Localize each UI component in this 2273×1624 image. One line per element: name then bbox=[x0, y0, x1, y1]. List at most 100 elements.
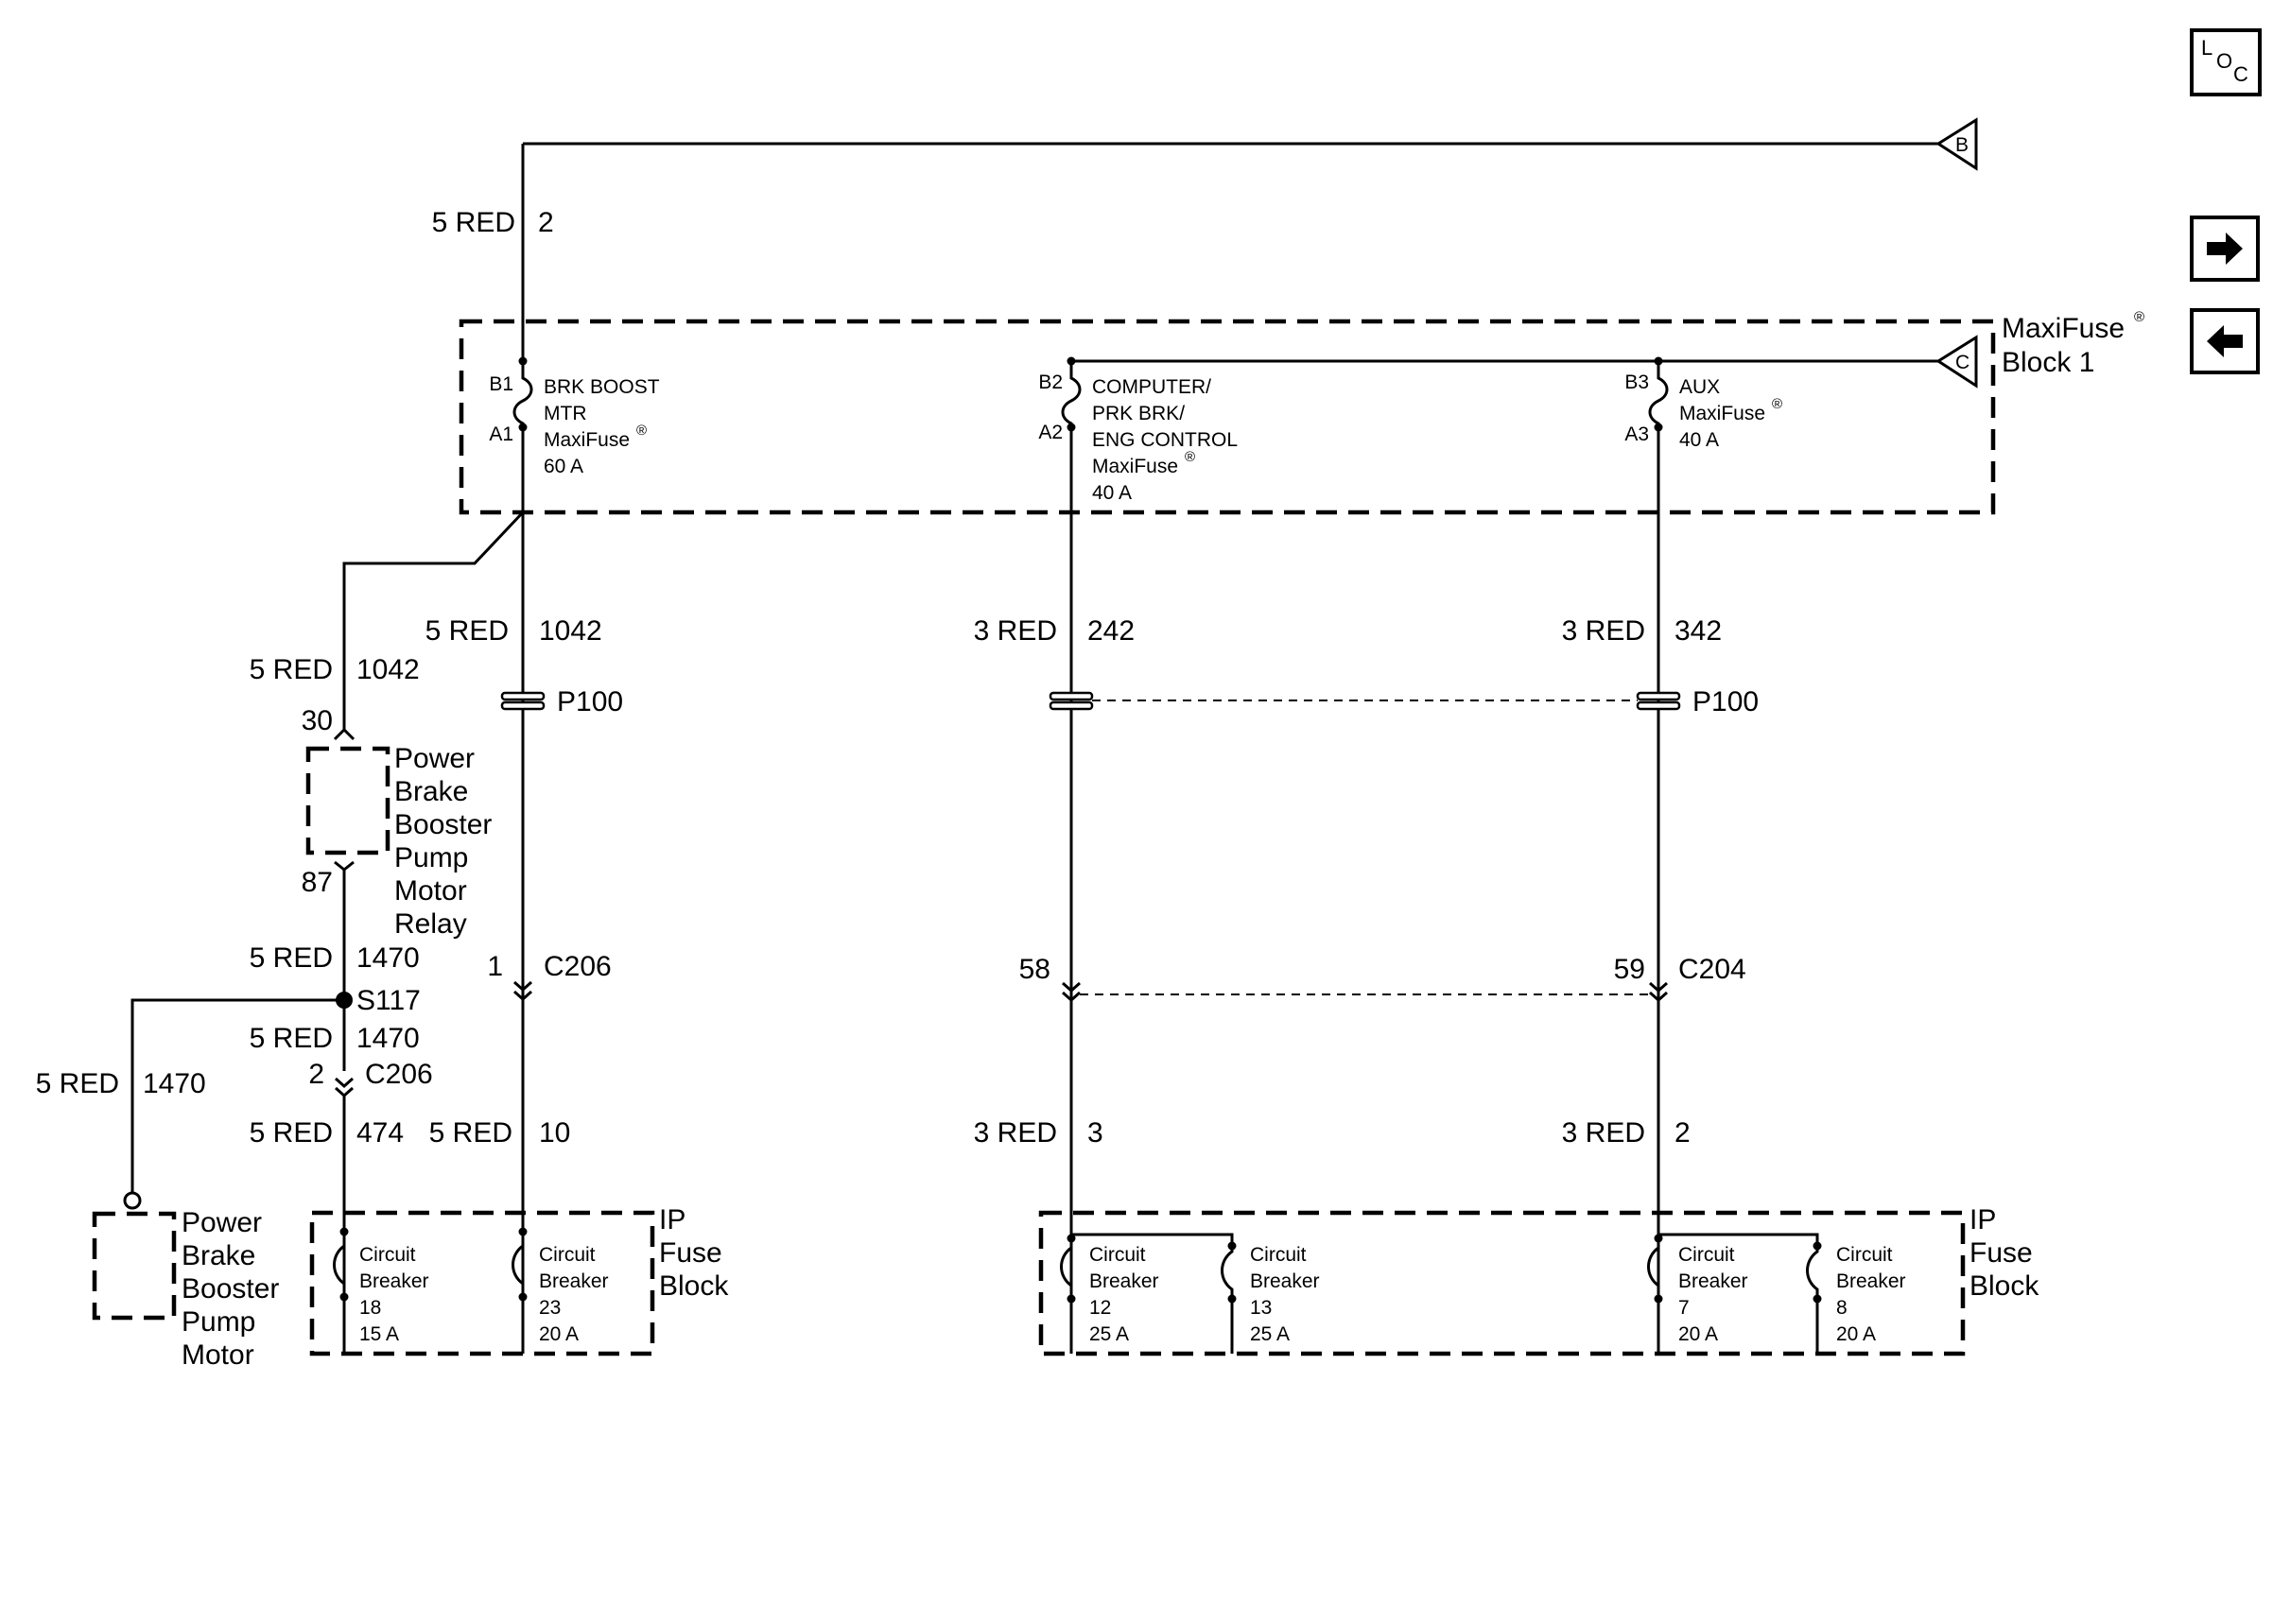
fuse2-label-3: ENG CONTROL bbox=[1092, 429, 1238, 451]
motor-label-4: Pump bbox=[182, 1306, 255, 1338]
relay-label-3: Booster bbox=[394, 809, 492, 840]
c206-lower-pin: 2 bbox=[308, 1059, 324, 1090]
maxifuse-block-outline bbox=[459, 319, 1996, 515]
breaker8-label-2: Breaker bbox=[1836, 1270, 1906, 1292]
c206-upper-label: C206 bbox=[544, 951, 612, 982]
breaker18-label-2: Breaker bbox=[359, 1270, 429, 1292]
breaker13-label-1: Circuit bbox=[1250, 1244, 1307, 1266]
locator-letter-l: L bbox=[2201, 36, 2213, 60]
wire-2-gauge: 3 RED bbox=[1562, 1117, 1645, 1149]
breaker13-element bbox=[1221, 1246, 1234, 1354]
ip-fuse-block-right-outline bbox=[1038, 1210, 1966, 1356]
wire-3-circuit: 3 bbox=[1087, 1117, 1103, 1149]
fuse1-label-4: 60 A bbox=[544, 456, 583, 477]
p100-label-left: P100 bbox=[557, 686, 623, 717]
breaker12-terminal-bottom bbox=[1067, 1294, 1076, 1304]
fuse3-label-2-reg: ® bbox=[1772, 396, 1782, 412]
relay-label-2: Brake bbox=[394, 776, 468, 807]
offpage-connector-c bbox=[1935, 335, 1978, 389]
ip-fuse-block-left-label-2: Fuse bbox=[659, 1237, 722, 1269]
motor-label-1: Power bbox=[182, 1207, 262, 1238]
ip-fuse-block-left-label-3: Block bbox=[659, 1270, 729, 1302]
breaker7-element bbox=[1647, 1238, 1660, 1299]
relay-pin87-terminal bbox=[334, 860, 355, 872]
fuse1-element bbox=[512, 361, 533, 427]
previous-page-button[interactable] bbox=[2190, 308, 2260, 374]
breaker13-terminal-bottom bbox=[1227, 1294, 1237, 1304]
p100-connector-3 bbox=[1636, 691, 1681, 711]
relay-pin-87: 87 bbox=[302, 867, 333, 898]
breaker13-label-2: Breaker bbox=[1250, 1270, 1320, 1292]
breaker23-number: 23 bbox=[539, 1297, 561, 1319]
breaker12-label-2: Breaker bbox=[1089, 1270, 1159, 1292]
breaker8-terminal-bottom bbox=[1813, 1294, 1822, 1304]
fuse1-label-2: MTR bbox=[544, 403, 587, 424]
relay-outline bbox=[305, 746, 390, 855]
breaker23-amp: 20 A bbox=[539, 1323, 579, 1345]
c204-right-terminal bbox=[1649, 981, 1668, 1003]
fuse2-label-4-reg: ® bbox=[1185, 449, 1195, 465]
breaker23-label-2: Breaker bbox=[539, 1270, 609, 1292]
offpage-connector-c-label: C bbox=[1955, 352, 1969, 373]
breaker8-amp: 20 A bbox=[1836, 1323, 1876, 1345]
wire-1042b-circuit: 1042 bbox=[356, 654, 420, 685]
fuse3-label-1: AUX bbox=[1679, 376, 1720, 398]
c204-left-terminal bbox=[1062, 981, 1081, 1003]
maxifuse-block-title-reg: ® bbox=[2134, 309, 2144, 325]
motor-label-5: Motor bbox=[182, 1339, 254, 1371]
fuse2-pin-top: B2 bbox=[1038, 371, 1063, 393]
wire-1470b-gauge: 5 RED bbox=[250, 1023, 333, 1054]
fuse3-pin-bottom: A3 bbox=[1624, 423, 1649, 445]
offpage-connector-b bbox=[1935, 117, 1978, 171]
breaker18-element bbox=[333, 1232, 346, 1297]
breaker23-terminal-bottom bbox=[518, 1292, 528, 1302]
wire-242-gauge: 3 RED bbox=[974, 615, 1057, 647]
wire-342-circuit: 342 bbox=[1674, 615, 1722, 647]
wire-1470c-gauge: 5 RED bbox=[36, 1068, 119, 1099]
wire-10-circuit: 10 bbox=[539, 1117, 570, 1149]
breaker8-label-1: Circuit bbox=[1836, 1244, 1893, 1266]
relay-label-1: Power bbox=[394, 743, 475, 774]
arrow-right-icon bbox=[2207, 233, 2243, 265]
breaker13-amp: 25 A bbox=[1250, 1323, 1290, 1345]
fuse2-label-4: MaxiFuse bbox=[1092, 456, 1178, 477]
breaker7-number: 7 bbox=[1678, 1297, 1690, 1319]
fuse2-label-2: PRK BRK/ bbox=[1092, 403, 1185, 424]
breaker23-label-1: Circuit bbox=[539, 1244, 596, 1266]
wire-splice-to-motor bbox=[130, 998, 344, 1193]
next-page-button[interactable] bbox=[2190, 216, 2260, 282]
breaker18-terminal-bottom bbox=[339, 1292, 349, 1302]
breaker7-label-2: Breaker bbox=[1678, 1270, 1748, 1292]
wire-10-gauge: 5 RED bbox=[429, 1117, 512, 1149]
wire-top-circuit: 2 bbox=[538, 207, 554, 238]
offpage-connector-b-label: B bbox=[1955, 134, 1969, 156]
motor-label-3: Booster bbox=[182, 1273, 279, 1304]
ip-fuse-block-left-label-1: IP bbox=[659, 1204, 685, 1235]
c206-upper-terminal bbox=[513, 980, 532, 1002]
component-locator-button[interactable]: L O C bbox=[2190, 28, 2262, 96]
wire-474-gauge: 5 RED bbox=[250, 1117, 333, 1149]
wire-1470c-circuit: 1470 bbox=[143, 1068, 206, 1099]
ip-fuse-block-right-label-2: Fuse bbox=[1969, 1237, 2033, 1269]
p100-connector-1 bbox=[500, 691, 546, 711]
wire-branch-to-relay bbox=[342, 510, 525, 730]
fuse3-element bbox=[1648, 361, 1669, 427]
breaker23-element bbox=[512, 1232, 525, 1297]
c206-lower-terminal bbox=[335, 1077, 354, 1098]
ip-fuse-block-right-label-3: Block bbox=[1969, 1270, 2039, 1302]
wire-1470b-circuit: 1470 bbox=[356, 1023, 420, 1054]
fuse1-pin-top: B1 bbox=[489, 373, 513, 395]
wire-342-gauge: 3 RED bbox=[1562, 615, 1645, 647]
breaker12-label-1: Circuit bbox=[1089, 1244, 1146, 1266]
breaker12-element bbox=[1060, 1238, 1073, 1299]
breaker12-amp: 25 A bbox=[1089, 1323, 1129, 1345]
wire-1042b-gauge: 5 RED bbox=[250, 654, 333, 685]
maxifuse-block-title-1: MaxiFuse bbox=[2002, 313, 2125, 344]
fuse3-pin-top: B3 bbox=[1624, 371, 1649, 393]
fuse1-label-1: BRK BOOST bbox=[544, 376, 660, 398]
breaker8-element bbox=[1806, 1246, 1819, 1354]
fuse1-label-3: MaxiFuse bbox=[544, 429, 630, 451]
motor-outline bbox=[92, 1211, 177, 1321]
fuse2-element bbox=[1061, 361, 1082, 427]
